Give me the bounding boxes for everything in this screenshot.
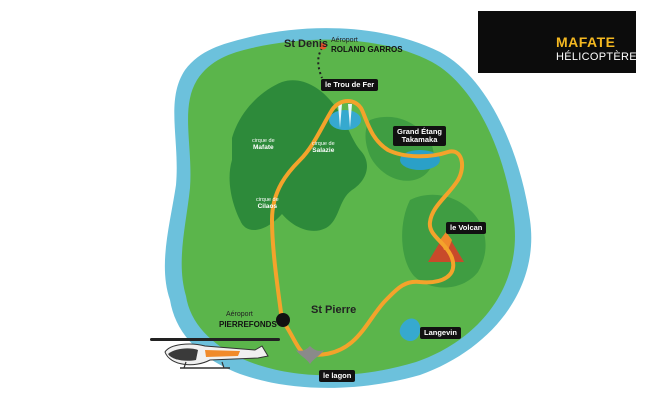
brand-name-line1: MAFATE [556, 34, 616, 50]
flight-route [270, 99, 465, 357]
site-grand-etang-line1: Grand Étang [397, 127, 443, 136]
site-trou-de-fer: le Trou de Fer [321, 79, 379, 91]
helicopter-icon [150, 338, 280, 369]
site-grand-etang: Grand Étang Takamaka [393, 126, 447, 146]
whale-tail-icon [296, 346, 324, 364]
cirque-cilaos-prefix: cirque de [256, 197, 279, 203]
site-lagon: le lagon [319, 370, 356, 382]
site-volcan: le Volcan [446, 222, 487, 234]
langevin-falls [399, 318, 421, 342]
brand-name-line2: HÉLICOPTÈRES [556, 51, 645, 63]
site-grand-etang-line2: Takamaka [401, 134, 438, 144]
cirque-salazie: cirque de Salazie [312, 141, 335, 154]
trou-de-fer-pool [329, 110, 361, 130]
brand-logo[interactable]: MAFATE HÉLICOPTÈRES [478, 11, 644, 73]
cirque-mafate: cirque de Mafate [252, 138, 275, 151]
cirque-cilaos: cirque de Cilaos [256, 197, 279, 210]
roland-garros-marker [319, 42, 327, 50]
trou-de-fer-falls [338, 104, 352, 128]
cirque-cilaos-name: Cilaos [257, 203, 278, 211]
airport-north-name: ROLAND GARROS [331, 45, 403, 54]
grand-etang-lake [400, 150, 440, 170]
cirque-mafate-name: Mafate [253, 144, 274, 152]
airport-south-label: Aéroport [226, 311, 253, 318]
site-langevin: Langevin [420, 327, 461, 339]
airport-south-name: PIERREFONDS [219, 320, 277, 329]
pierrefonds-marker [276, 313, 290, 327]
town-st-denis: St Denis [284, 38, 329, 50]
cirque-mafate-prefix: cirque de [252, 138, 275, 144]
town-st-pierre: St Pierre [311, 304, 357, 316]
cirque-salazie-prefix: cirque de [312, 141, 335, 147]
approach-dots [317, 47, 323, 79]
cirque-salazie-name: Salazie [312, 147, 335, 155]
airport-north-label: Aéroport [331, 37, 358, 44]
